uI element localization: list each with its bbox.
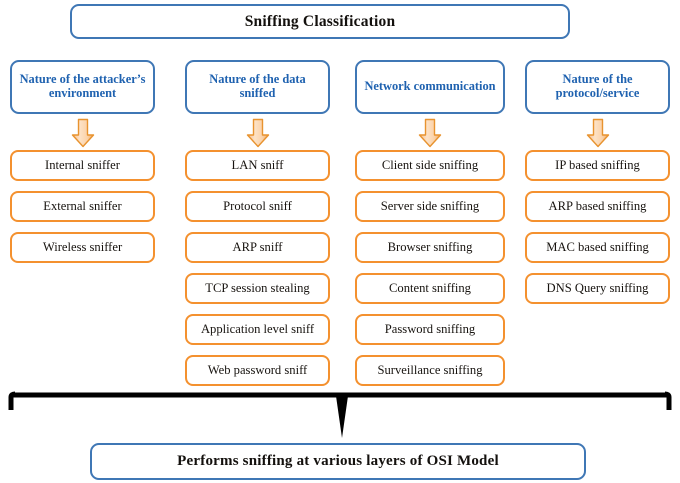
leaf-item[interactable]: MAC based sniffing bbox=[525, 232, 670, 263]
leaf-item[interactable]: Content sniffing bbox=[355, 273, 505, 304]
leaf-item[interactable]: LAN sniff bbox=[185, 150, 330, 181]
leaf-item[interactable]: TCP session stealing bbox=[185, 273, 330, 304]
leaf-item[interactable]: Protocol sniff bbox=[185, 191, 330, 222]
leaf-item[interactable]: Surveillance sniffing bbox=[355, 355, 505, 386]
summary-brace bbox=[0, 386, 680, 444]
leaf-item[interactable]: Application level sniff bbox=[185, 314, 330, 345]
category-header-4[interactable]: Nature of the protocol/service bbox=[525, 60, 670, 114]
category-header-2[interactable]: Nature of the data sniffed bbox=[185, 60, 330, 114]
page-title: Sniffing Classification bbox=[70, 4, 570, 39]
arrow-down-icon bbox=[417, 118, 443, 148]
leaf-item[interactable]: Password sniffing bbox=[355, 314, 505, 345]
arrow-down-icon bbox=[245, 118, 271, 148]
category-header-3[interactable]: Network communication bbox=[355, 60, 505, 114]
leaf-item[interactable]: External sniffer bbox=[10, 191, 155, 222]
leaf-item[interactable]: Wireless sniffer bbox=[10, 232, 155, 263]
leaf-item[interactable]: Browser sniffing bbox=[355, 232, 505, 263]
arrow-down-icon bbox=[585, 118, 611, 148]
arrow-down-icon bbox=[70, 118, 96, 148]
category-header-1[interactable]: Nature of the attacker’s environment bbox=[10, 60, 155, 114]
leaf-item[interactable]: ARP based sniffing bbox=[525, 191, 670, 222]
leaf-item[interactable]: ARP sniff bbox=[185, 232, 330, 263]
footer-summary-box: Performs sniffing at various layers of O… bbox=[90, 443, 586, 480]
leaf-item[interactable]: Internal sniffer bbox=[10, 150, 155, 181]
leaf-item[interactable]: DNS Query sniffing bbox=[525, 273, 670, 304]
leaf-item[interactable]: Web password sniff bbox=[185, 355, 330, 386]
leaf-item[interactable]: Server side sniffing bbox=[355, 191, 505, 222]
leaf-item[interactable]: Client side sniffing bbox=[355, 150, 505, 181]
leaf-item[interactable]: IP based sniffing bbox=[525, 150, 670, 181]
